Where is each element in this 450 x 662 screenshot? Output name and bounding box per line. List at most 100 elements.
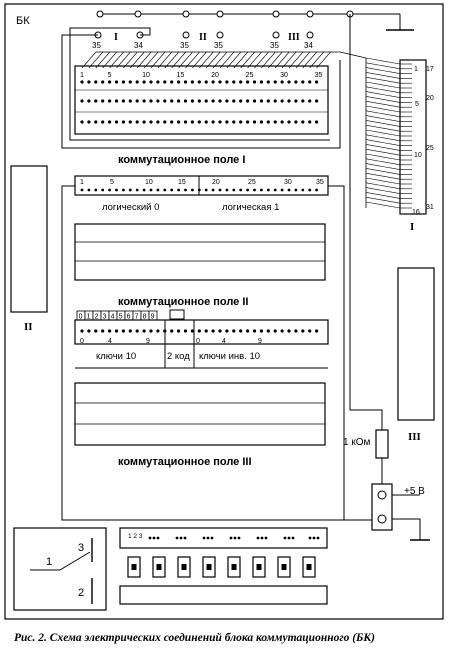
logic-pin [273, 188, 277, 192]
logic-pin [184, 188, 187, 192]
field-1-lead [150, 51, 166, 69]
field-1-lead [143, 51, 159, 69]
field-1-pin [204, 80, 208, 84]
power-terminal [371, 483, 393, 531]
field-1-pin [177, 80, 181, 84]
field-1-pin [301, 99, 305, 103]
field-1-lead [247, 51, 262, 69]
resistor-lead [349, 14, 383, 430]
svg-text:34: 34 [304, 41, 313, 50]
field-1-pin [239, 120, 243, 124]
field-1-pin [190, 99, 194, 103]
field-1-pin [232, 80, 236, 84]
field-1-tick: 30 [280, 72, 288, 79]
field-1-pin [218, 99, 222, 103]
field-1-lead [240, 51, 255, 69]
field-1-tick: 35 [315, 72, 323, 79]
socket-contact [281, 564, 287, 570]
field-1-pin [294, 120, 298, 124]
connector-3: III [397, 267, 435, 443]
connector-1-lead [365, 124, 401, 132]
digit-box-label: 7 [135, 314, 139, 321]
field-1-pin [252, 80, 257, 84]
field-1-pin [142, 80, 146, 84]
svg-text:9: 9 [258, 338, 262, 345]
logic-pin [142, 188, 146, 192]
logic-pin [163, 188, 167, 192]
logic-pin [170, 188, 174, 192]
logic-pin [211, 188, 215, 192]
field-1-pin [94, 99, 98, 103]
svg-text:0: 0 [80, 338, 84, 345]
field-2-pin [128, 329, 132, 333]
field-1-lead [178, 51, 193, 69]
field-1-tick: 5 [108, 72, 112, 79]
keys-inv-label: ключи инв. 10 [199, 351, 260, 362]
field-1-pin [287, 99, 291, 103]
svg-text:35: 35 [270, 41, 279, 50]
socket-contact [256, 564, 262, 570]
field-1-pin [170, 120, 174, 124]
field-1-pin [128, 120, 132, 124]
connector-1-lead [365, 153, 401, 161]
field-2-pin [239, 329, 243, 333]
field-2-pin [315, 329, 319, 333]
field-1-pin [252, 99, 257, 103]
field-1-pin [94, 120, 98, 124]
logic-strip: 1 5 10 15 20 25 30 35 [74, 175, 329, 196]
field-1-lead [302, 51, 318, 69]
svg-text:1 2 3: 1 2 3 [128, 533, 143, 540]
top-rail [96, 10, 414, 31]
field-1-pin [280, 80, 284, 84]
svg-text:I: I [114, 32, 118, 43]
connector-1-lead [365, 120, 401, 127]
field-2-pin [183, 329, 188, 333]
field-1-pin [218, 120, 222, 124]
bottom-strip-pin [183, 536, 187, 540]
logic-pin [294, 188, 298, 192]
svg-text:20: 20 [426, 95, 434, 102]
bottom-strip-pin [206, 536, 210, 540]
field-1-pin [87, 80, 91, 84]
field-1-pin [135, 80, 139, 84]
connector-1-lead [365, 105, 401, 113]
logic-pin [122, 188, 125, 192]
field-1-pin [163, 120, 167, 124]
svg-text:III: III [408, 431, 421, 443]
connector-1-lead [365, 182, 401, 190]
field-1-pin [156, 120, 160, 124]
field-1-lead [185, 51, 200, 69]
svg-text:1: 1 [80, 179, 84, 186]
svg-text:10: 10 [414, 152, 422, 159]
block-a [74, 223, 326, 281]
bottom-strip-pin [291, 536, 295, 540]
bottom-strip-pin [210, 536, 214, 540]
field-2-pin [114, 329, 119, 333]
bottom-strip-dots: 1 2 3 [119, 527, 328, 549]
svg-text:30: 30 [284, 179, 292, 186]
field-1-pin [259, 99, 263, 103]
field-1-pin [266, 120, 270, 124]
field-1-pin [183, 120, 188, 124]
socket-contact [231, 564, 237, 570]
digit-box-label: 8 [143, 314, 147, 321]
connector-1-lead [365, 100, 401, 108]
logic-pin [128, 188, 132, 192]
block-frame [4, 3, 444, 620]
svg-text:20: 20 [212, 179, 220, 186]
svg-text:35: 35 [214, 41, 223, 50]
field-2-pin [280, 329, 284, 333]
connector-1-lead [365, 76, 401, 84]
connector-1-lead [365, 62, 401, 70]
socket-contact [156, 564, 162, 570]
commutation-field-2: 0 4 9 0 4 9 [74, 319, 329, 368]
field-1-pin [197, 99, 201, 103]
terminal-group-3: 35 34 III [270, 31, 314, 50]
field-1-lead [192, 51, 207, 69]
bottom-strip-pin [179, 536, 183, 540]
digit-box-label: 2 [95, 314, 99, 321]
svg-text:1: 1 [414, 66, 418, 73]
field-1-lead [95, 51, 111, 69]
svg-text:5: 5 [110, 179, 114, 186]
